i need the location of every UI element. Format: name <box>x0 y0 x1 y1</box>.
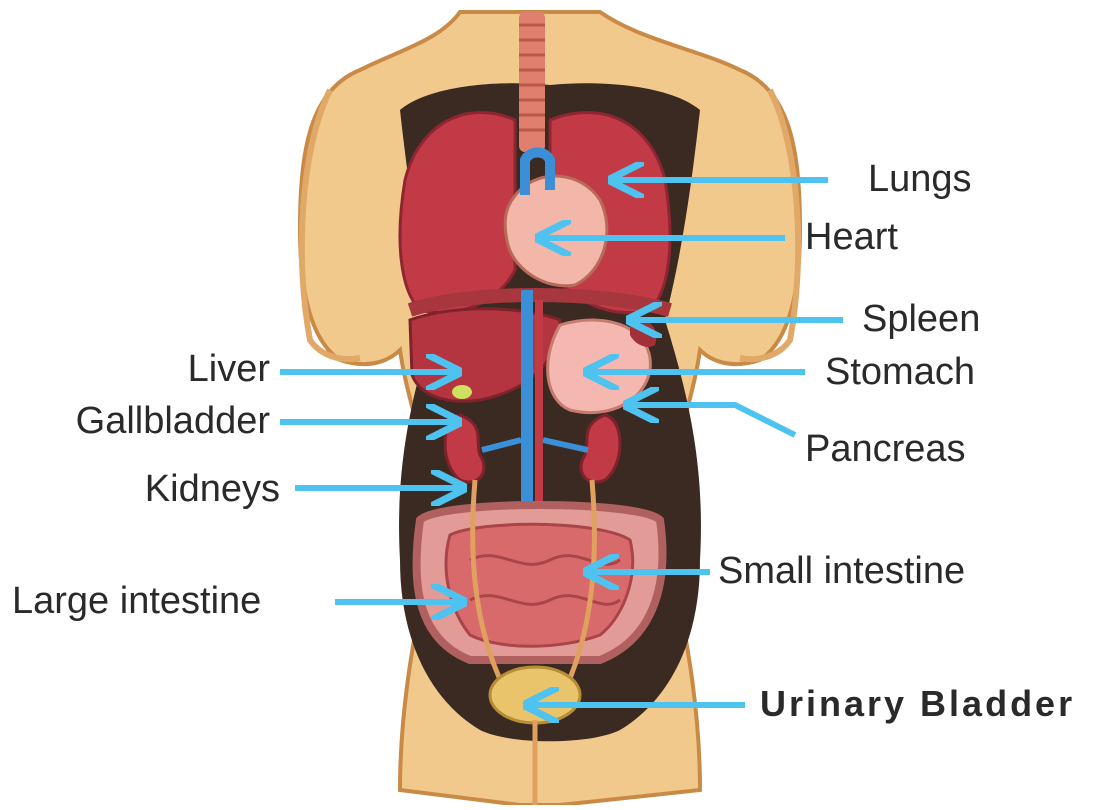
urinary-bladder <box>490 667 580 723</box>
label-gallbladder: Gallbladder <box>30 402 270 440</box>
label-large-intestine: Large intestine <box>12 582 261 620</box>
label-liver: Liver <box>170 350 270 388</box>
gallbladder <box>452 385 472 399</box>
label-kidneys: Kidneys <box>120 470 280 508</box>
label-pancreas: Pancreas <box>805 430 966 468</box>
label-stomach: Stomach <box>825 353 975 391</box>
label-urinary-bladder: Urinary Bladder <box>760 686 1075 722</box>
label-spleen: Spleen <box>862 300 980 338</box>
label-lungs: Lungs <box>868 160 972 198</box>
label-heart: Heart <box>805 218 898 256</box>
vena-cava <box>535 300 543 510</box>
label-small-intestine: Small intestine <box>718 552 965 590</box>
aorta <box>521 290 533 510</box>
